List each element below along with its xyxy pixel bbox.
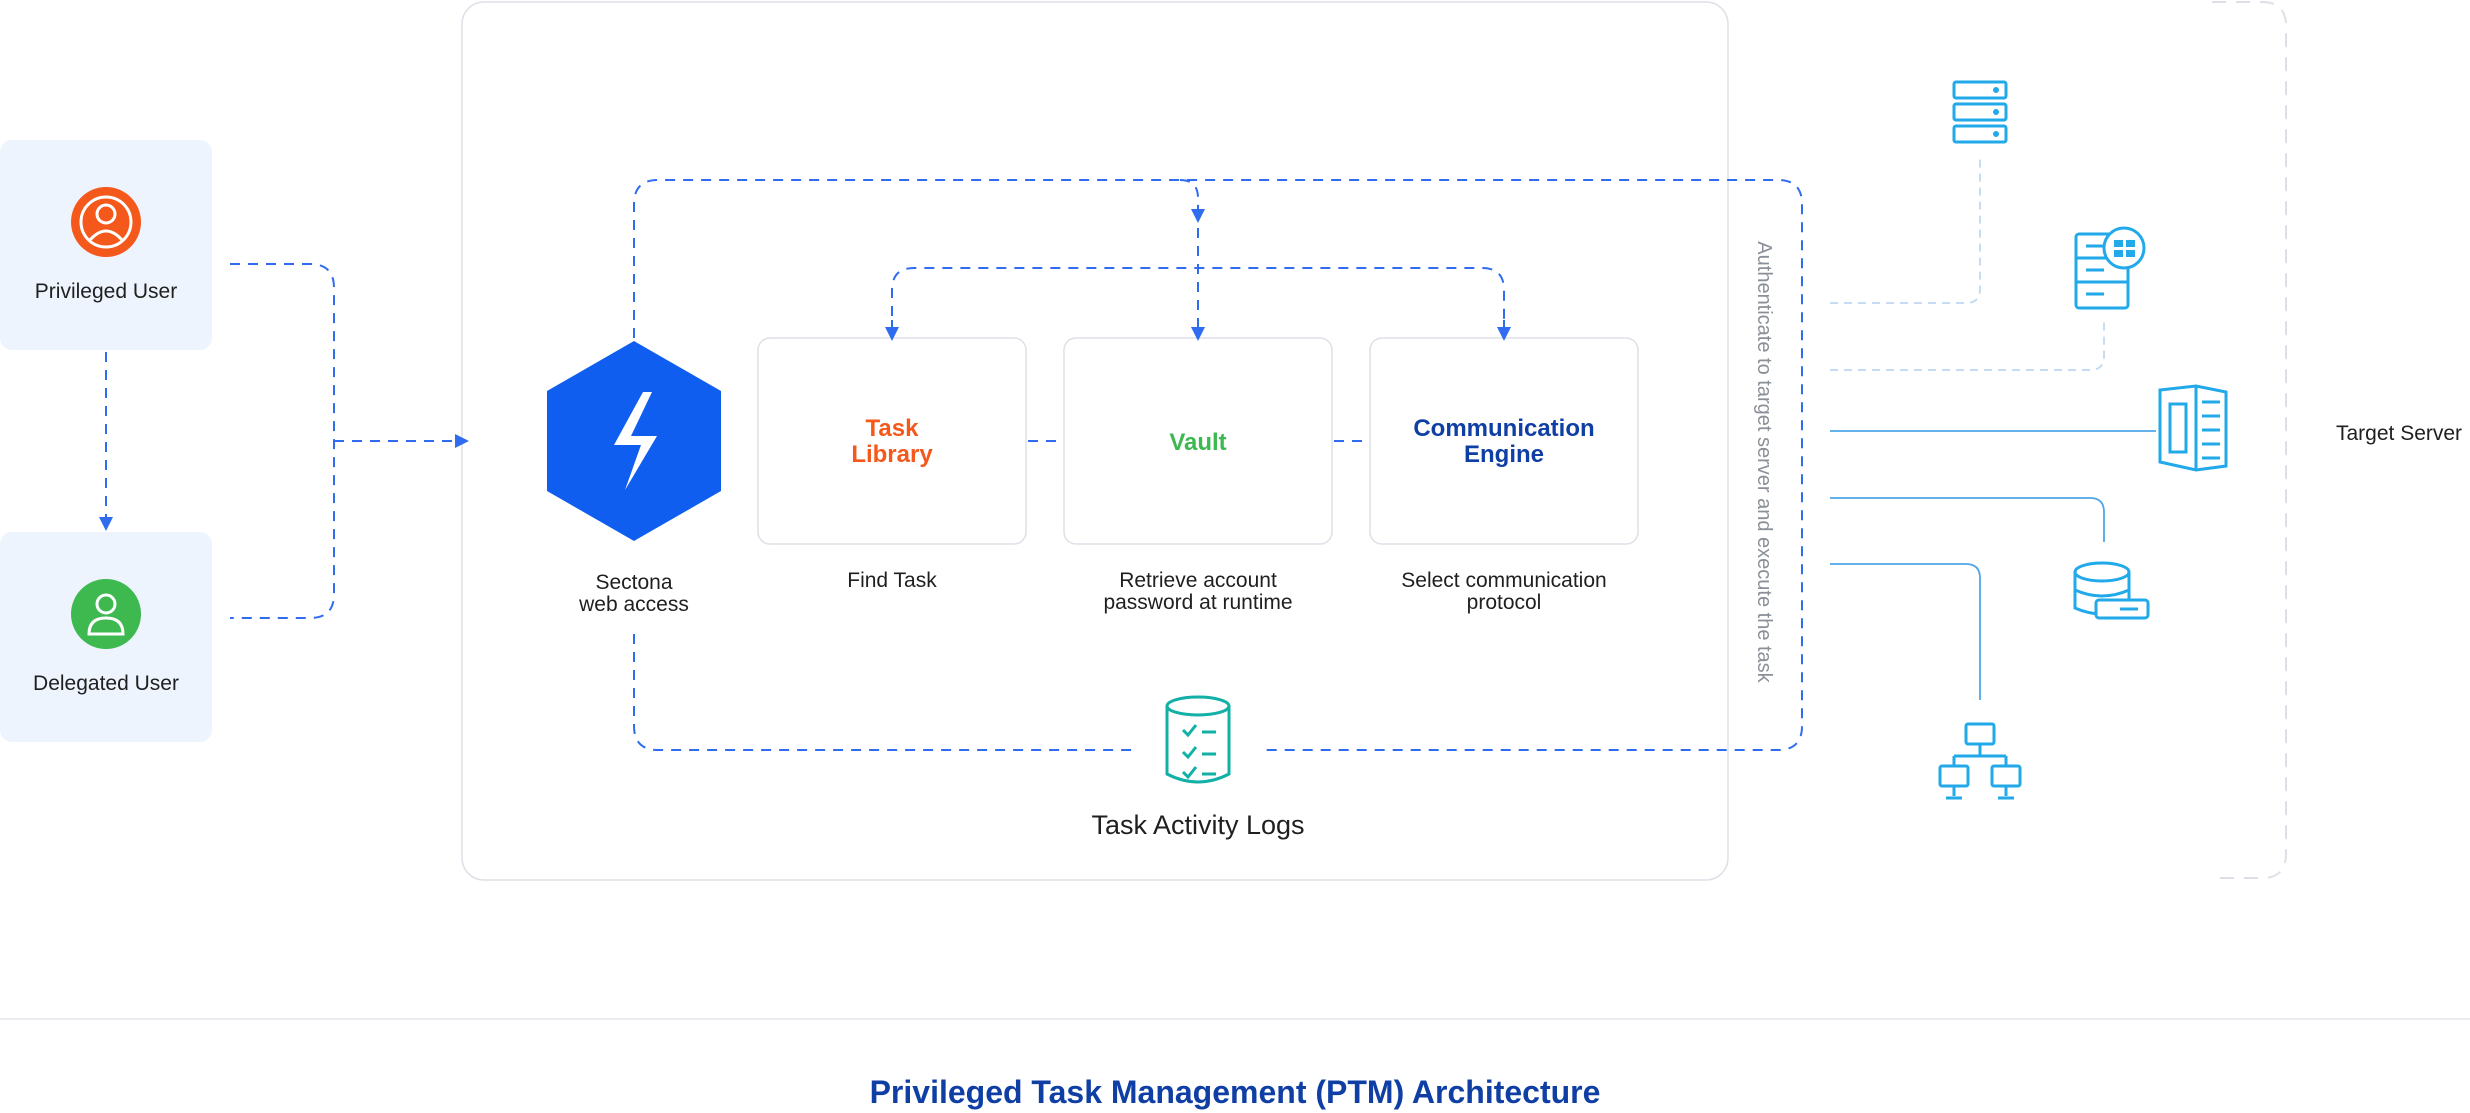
delegated-user-card[interactable]: Delegated User bbox=[0, 532, 212, 742]
comm-engine-title-line1: Communication bbox=[1413, 415, 1594, 442]
sectona-label-line1: Sectona bbox=[595, 571, 672, 594]
vault-caption-line1: Retrieve account bbox=[1119, 569, 1277, 592]
component-vault[interactable]: Vault Retrieve account password at runti… bbox=[1063, 337, 1333, 614]
logs-label: Task Activity Logs bbox=[1091, 810, 1304, 840]
sectona-web-access[interactable]: Sectona web access bbox=[547, 341, 721, 616]
comm-engine-caption-line1: Select communication bbox=[1401, 569, 1606, 592]
component-task-library[interactable]: Task Library Find Task bbox=[757, 337, 1027, 592]
vault-title: Vault bbox=[1169, 429, 1226, 456]
target-group-bracket bbox=[2212, 1, 2287, 879]
delegated-user-icon bbox=[71, 579, 141, 649]
lightning-glyph bbox=[614, 392, 657, 490]
privileged-user-label: Privileged User bbox=[35, 280, 177, 303]
task-activity-logs: Task Activity Logs bbox=[1091, 695, 1305, 840]
privileged-user-icon bbox=[71, 187, 141, 257]
log-database-icon bbox=[1165, 695, 1231, 784]
database-server-icon bbox=[2073, 561, 2150, 620]
target-connectors bbox=[1830, 158, 2156, 700]
comm-engine-caption-line2: protocol bbox=[1467, 591, 1542, 614]
target-server-label: Target Server bbox=[2336, 422, 2462, 445]
comm-engine-title-line2: Engine bbox=[1464, 441, 1544, 468]
authenticate-label: Authenticate to target server and execut… bbox=[1753, 241, 1775, 683]
diagram-footer-title: Privileged Task Management (PTM) Archite… bbox=[870, 1074, 1601, 1110]
server-rack-icon bbox=[1952, 80, 2008, 144]
task-library-caption: Find Task bbox=[847, 569, 937, 592]
server-tower-icon bbox=[2158, 384, 2228, 472]
sectona-label-line2: web access bbox=[578, 593, 689, 616]
user-connectors bbox=[99, 263, 469, 619]
flow-connectors bbox=[633, 179, 1803, 751]
windows-server-icon bbox=[2074, 226, 2146, 310]
task-library-title-line1: Task bbox=[866, 415, 920, 442]
component-communication-engine[interactable]: Communication Engine Select communicatio… bbox=[1369, 337, 1639, 614]
network-topology-icon bbox=[1938, 722, 2022, 800]
vault-caption-line2: password at runtime bbox=[1103, 591, 1292, 614]
privileged-user-card[interactable]: Privileged User bbox=[0, 140, 212, 350]
task-library-title-line2: Library bbox=[851, 441, 933, 468]
delegated-user-label: Delegated User bbox=[33, 672, 179, 695]
